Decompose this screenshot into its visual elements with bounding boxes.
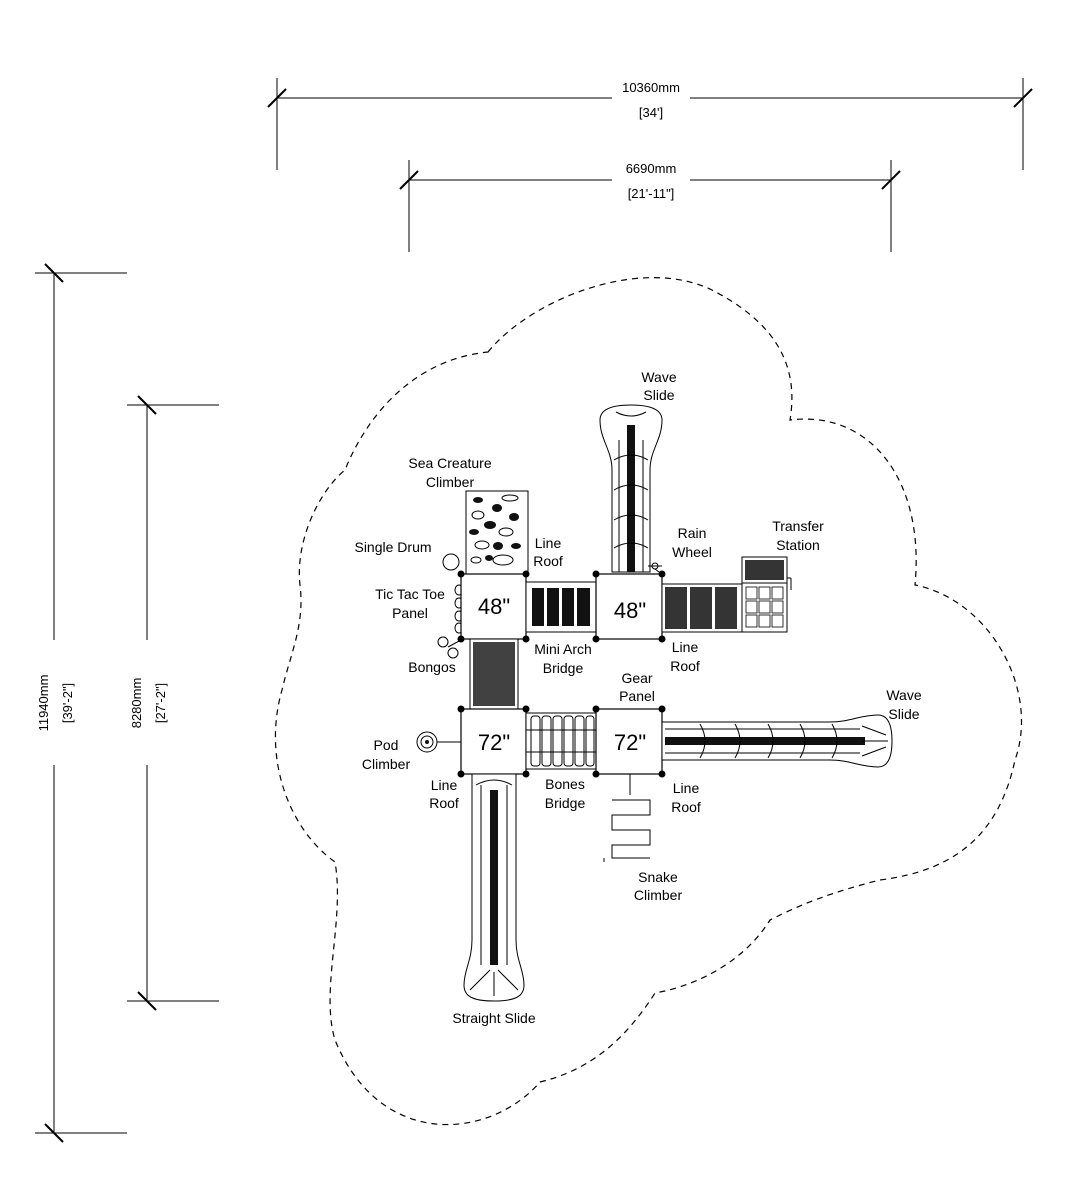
mini-arch-bridge — [525, 581, 597, 633]
labels: Wave Slide Sea Creature Climber Single D… — [354, 369, 921, 1026]
overall-depth-dimension: 11940mm [39'-2"] — [35, 263, 127, 1143]
deck-height-label: 48" — [614, 598, 646, 623]
wave-slide-top-label-1: Wave — [641, 369, 676, 385]
overall-width-imperial: [34'] — [639, 105, 663, 120]
line-roof-tl-label-1: Line — [535, 535, 562, 551]
deck-bottom-right: 72" — [592, 705, 666, 778]
mini-arch-bridge-label-2: Bridge — [543, 660, 584, 676]
line-roof-tl-label-2: Roof — [533, 553, 563, 569]
sea-creature-climber-label-2: Climber — [426, 474, 475, 490]
deck-height-label: 72" — [478, 730, 510, 755]
wave-slide-right-label-2: Slide — [888, 706, 919, 722]
pod-climber — [416, 731, 461, 753]
snake-climber — [603, 774, 651, 862]
pod-climber-label-2: Climber — [362, 756, 411, 772]
tic-tac-toe-panel-label-2: Panel — [392, 605, 428, 621]
line-roof-br-label-1: Line — [673, 780, 700, 796]
straight-slide-label: Straight Slide — [452, 1010, 535, 1026]
line-roof-bl-label-1: Line — [431, 777, 458, 793]
inner-width-imperial: [21'-11"] — [628, 186, 675, 201]
line-roof-bl-label-2: Roof — [429, 795, 459, 811]
bongos-label: Bongos — [408, 659, 455, 675]
line-roof-tr-label-2: Roof — [670, 658, 700, 674]
deck-top-left: 48" — [457, 570, 530, 643]
overall-depth-mm: 11940mm — [36, 675, 51, 732]
transfer-steps — [661, 583, 743, 633]
wave-slide-top — [599, 404, 663, 573]
safety-zone-outline — [274, 277, 1023, 1126]
rain-wheel — [648, 562, 663, 575]
line-roof-br-label-2: Roof — [671, 799, 701, 815]
sea-creature-climber — [465, 490, 529, 575]
inner-depth-imperial: [27'-2"] — [153, 683, 168, 723]
bones-bridge — [525, 712, 597, 770]
gear-panel-label-1: Gear — [621, 670, 652, 686]
rain-wheel-label-2: Wheel — [672, 544, 712, 560]
snake-climber-label-1: Snake — [638, 869, 678, 885]
bongos — [437, 636, 462, 659]
deck-height-label: 48" — [478, 594, 510, 619]
deck-bottom-left: 72" — [457, 705, 530, 778]
inner-depth-dimension: 8280mm [27'-2"] — [127, 395, 219, 1011]
inner-width-mm: 6690mm — [626, 161, 677, 176]
tic-tac-toe-panel-label-1: Tic Tac Toe — [375, 586, 445, 602]
transfer-station — [741, 556, 792, 633]
gear-panel-label-2: Panel — [619, 688, 655, 704]
mini-arch-bridge-label-1: Mini Arch — [534, 641, 592, 657]
inner-width-dimension: 6690mm [21'-11"] — [399, 160, 901, 252]
straight-slide — [463, 773, 525, 1002]
wave-slide-right-label-1: Wave — [886, 687, 921, 703]
deck-top-right: 48" — [592, 570, 666, 643]
transfer-station-label-1: Transfer — [772, 518, 824, 534]
snake-climber-label-2: Climber — [634, 887, 683, 903]
wave-slide-right — [661, 714, 893, 768]
bones-bridge-label-2: Bridge — [545, 795, 586, 811]
single-drum-label: Single Drum — [354, 539, 431, 555]
sea-creature-climber-label-1: Sea Creature — [408, 455, 491, 471]
rain-wheel-label-1: Rain — [678, 525, 707, 541]
wave-slide-top-label-2: Slide — [643, 387, 674, 403]
inner-depth-mm: 8280mm — [129, 678, 144, 729]
overall-width-dimension: 10360mm [34'] — [267, 78, 1033, 170]
transfer-station-label-2: Station — [776, 537, 820, 553]
overall-depth-imperial: [39'-2"] — [60, 683, 75, 723]
bones-bridge-label-1: Bones — [545, 776, 585, 792]
deck-height-label: 72" — [614, 730, 646, 755]
overall-width-mm: 10360mm — [622, 80, 680, 95]
line-roof-tr-label-1: Line — [672, 639, 699, 655]
ladder-left — [469, 638, 519, 710]
single-drum — [442, 553, 460, 571]
pod-climber-label-1: Pod — [374, 737, 399, 753]
